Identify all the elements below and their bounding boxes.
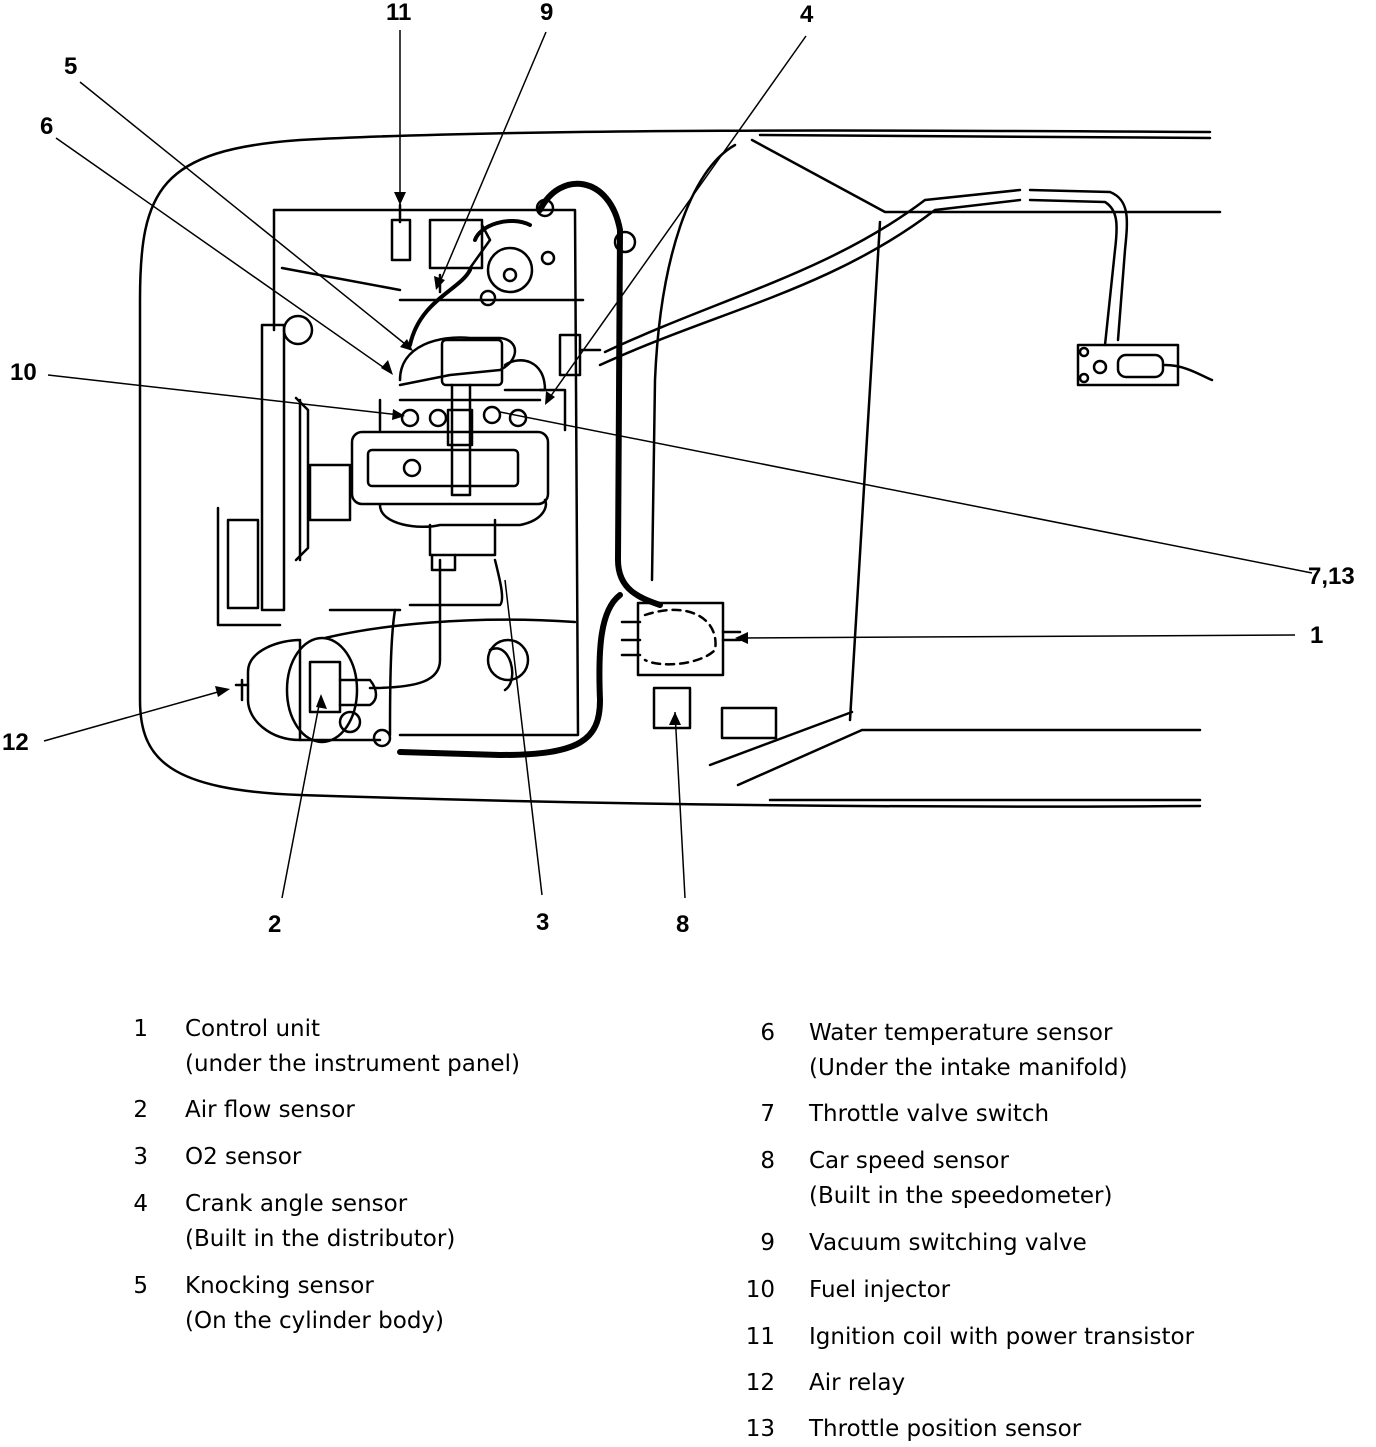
legend-label: Vacuum switching valve xyxy=(809,1230,1087,1256)
callout-7-13: 7,13 xyxy=(1308,563,1355,590)
legend-number: 12 xyxy=(745,1370,775,1396)
legend-number: 11 xyxy=(745,1324,775,1350)
legend-label: Crank angle sensor xyxy=(185,1191,408,1217)
legend-label: Air flow sensor xyxy=(185,1097,355,1123)
callout-8: 8 xyxy=(676,911,689,938)
legend-label: Air relay xyxy=(809,1370,906,1396)
legend-note: (Built in the distributor) xyxy=(185,1226,456,1252)
legend-number: 1 xyxy=(133,1016,148,1042)
legend-number: 8 xyxy=(760,1148,775,1174)
ignition-coil xyxy=(390,218,412,262)
legend-label: Water temperature sensor xyxy=(809,1020,1113,1046)
legend-number: 10 xyxy=(745,1277,775,1303)
fuel-pump-assembly xyxy=(1076,343,1214,387)
wiring-harness xyxy=(537,180,663,608)
distributor xyxy=(558,333,582,377)
legend-label: Throttle position sensor xyxy=(809,1416,1082,1442)
legend-label: O2 sensor xyxy=(185,1144,302,1170)
callout-4: 4 xyxy=(800,1,814,28)
car-body-outline xyxy=(138,129,1212,808)
callout-9: 9 xyxy=(540,0,553,26)
legend-label: Throttle valve switch xyxy=(809,1101,1050,1127)
legend-number: 6 xyxy=(760,1020,775,1046)
legend-note: (Built in the speedometer) xyxy=(809,1183,1113,1209)
callout-1: 1 xyxy=(1310,622,1323,649)
callout-5: 5 xyxy=(64,53,77,80)
legend-note: (On the cylinder body) xyxy=(185,1308,445,1334)
legend-number: 2 xyxy=(133,1097,148,1123)
engine-block xyxy=(350,430,550,506)
callout-2: 2 xyxy=(268,911,281,938)
engine-bay-frame xyxy=(272,208,580,737)
radiator xyxy=(260,323,286,612)
legend-number: 9 xyxy=(760,1230,775,1256)
legend-label: Ignition coil with power transistor xyxy=(809,1324,1195,1350)
legend-label: Control unit xyxy=(185,1016,321,1042)
legend-label: Knocking sensor xyxy=(185,1273,374,1299)
callout-11: 11 xyxy=(386,0,411,26)
engine-layout-diagram: 11 9 4 5 6 10 7,13 1 12 2 3 8 xyxy=(2,0,1355,938)
callout-12: 12 xyxy=(2,729,29,756)
legend-note: (Under the intake manifold) xyxy=(809,1055,1128,1081)
car-speed-sensor-box xyxy=(652,686,692,730)
legend-number: 7 xyxy=(760,1101,775,1127)
windshield-line xyxy=(758,133,1212,140)
control-unit xyxy=(620,601,742,677)
legend-label: Car speed sensor xyxy=(809,1148,1009,1174)
callout-6: 6 xyxy=(40,113,53,140)
vacuum-switching-valve xyxy=(428,218,484,270)
legend-number: 3 xyxy=(133,1144,148,1170)
fuel-line xyxy=(598,198,1022,367)
air-flow-sensor xyxy=(234,636,382,744)
legend-note: (under the instrument panel) xyxy=(185,1051,520,1077)
legend-number: 13 xyxy=(745,1416,775,1442)
callout-3: 3 xyxy=(536,909,549,936)
callout-10: 10 xyxy=(10,359,37,386)
legend-number: 4 xyxy=(133,1191,148,1217)
legend-label: Fuel injector xyxy=(809,1277,951,1303)
legend-number: 5 xyxy=(133,1273,148,1299)
